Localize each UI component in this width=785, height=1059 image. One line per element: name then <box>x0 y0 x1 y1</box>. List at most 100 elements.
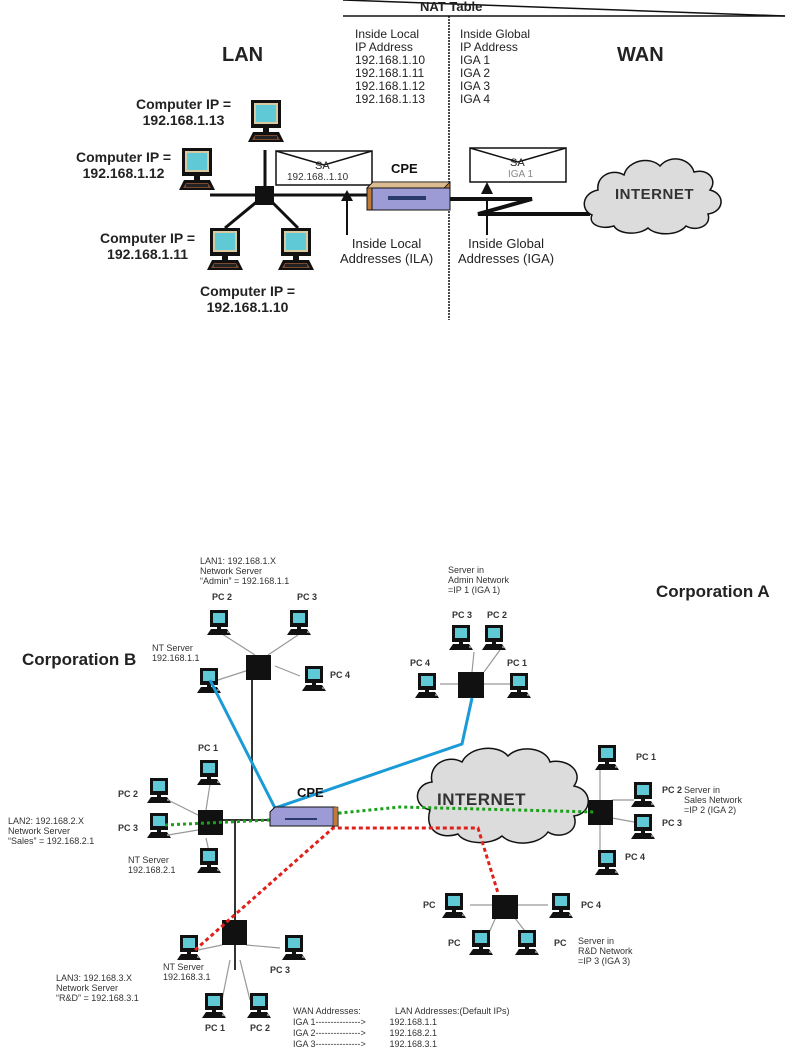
pc-icon <box>515 930 539 955</box>
pc-icon <box>147 778 171 803</box>
pc-icon <box>207 610 231 635</box>
pc-label: PC 3 <box>297 592 318 602</box>
pc-label: PC <box>554 938 567 948</box>
computer-icon <box>278 228 314 270</box>
wan-heading: WAN <box>617 44 664 66</box>
pc-label: PC <box>423 900 436 910</box>
nat-cell: 192.168.1.10 <box>355 53 426 67</box>
nat-inside-local-column: Inside Local IP Address 192.168.1.10 192… <box>355 28 425 106</box>
pc-icon <box>442 893 466 918</box>
cpe-label: CPE <box>297 785 324 800</box>
pc-icon <box>415 673 439 698</box>
admin-hub <box>458 672 484 698</box>
pc-icon <box>595 850 619 875</box>
internet-label: INTERNET <box>615 186 694 203</box>
pc-icon <box>247 993 271 1018</box>
pc-label: PC 2 <box>662 785 683 795</box>
lan3-red-link <box>194 826 500 952</box>
pc-label: PC 1 <box>205 1023 226 1033</box>
pc-label: PC 3 <box>270 965 291 975</box>
pc-icon <box>449 625 473 650</box>
nat-table-title: NAT Table <box>420 0 483 14</box>
rd-hub <box>492 895 518 919</box>
pc-label: PC 3 <box>118 823 139 833</box>
mapping-header: WAN Addresses: LAN Addresses:(Default IP… <box>293 1006 510 1016</box>
corporation-b-label: Corporation B <box>22 650 137 669</box>
pc-icon <box>197 848 221 873</box>
envelope-address: IGA 1 <box>508 169 534 180</box>
pc-label: PC 3 <box>452 610 473 620</box>
pc-icon <box>549 893 573 918</box>
nat-cell: 192.168.1.11 <box>355 66 425 80</box>
nat-cell: IGA 2 <box>460 66 491 80</box>
nat-cell: IGA 3 <box>460 79 491 93</box>
pc-label: PC 1 <box>636 752 657 762</box>
pc-label: PC 4 <box>581 900 602 910</box>
nat-diagram <box>179 0 785 320</box>
cpe-router-icon <box>269 806 339 827</box>
nat-header: Inside Global <box>460 27 531 41</box>
computer-icon <box>179 148 215 190</box>
envelope-sa-label: SA <box>510 157 525 169</box>
computer-label: Computer IP =192.168.1.11 <box>100 230 196 263</box>
computer-icon <box>248 100 284 142</box>
mapping-row: IGA 2--------------->192.168.2.1 <box>293 1028 438 1038</box>
pc-label: PC 1 <box>507 658 528 668</box>
lan-hub <box>255 186 274 205</box>
pc-label: PC 4 <box>330 670 351 680</box>
wan-link <box>450 197 590 216</box>
pc-label: PC 1 <box>198 743 219 753</box>
nat-cell: IGA 4 <box>460 92 491 106</box>
mapping-row: IGA 3--------------->192.168.3.1 <box>293 1039 438 1049</box>
lan3-hub <box>222 920 247 945</box>
pc-icon <box>507 673 531 698</box>
pc-label: PC <box>448 938 461 948</box>
envelope-sa-label: SA <box>315 160 330 172</box>
nat-header: IP Address <box>355 40 413 54</box>
internet-cloud-icon <box>583 158 722 235</box>
pc-label: PC 4 <box>625 852 646 862</box>
arrow-up-icon <box>341 190 353 201</box>
nat-header: Inside Local <box>355 27 420 41</box>
pc-icon <box>282 935 306 960</box>
computer-label: Computer IP =192.168.1.10 <box>200 283 296 316</box>
nat-cell: 192.168.1.13 <box>355 92 426 106</box>
pc-icon <box>287 610 311 635</box>
multi-lan-diagram <box>147 610 655 1018</box>
pc-icon <box>197 760 221 785</box>
pc-icon <box>631 782 655 807</box>
cpe-router-icon <box>366 181 451 211</box>
internet-label: INTERNET <box>437 790 526 809</box>
nat-cell: IGA 1 <box>460 53 491 67</box>
arrow-up-icon <box>481 182 493 194</box>
address-mapping-table: WAN Addresses: LAN Addresses:(Default IP… <box>293 1006 510 1050</box>
cpe-label: CPE <box>391 161 418 176</box>
pc-label: PC 2 <box>487 610 508 620</box>
computer-icon <box>207 228 243 270</box>
lan-heading: LAN <box>222 44 264 66</box>
pc-label: PC 2 <box>118 789 139 799</box>
pc-icon <box>202 993 226 1018</box>
pc-label: PC 3 <box>662 818 683 828</box>
computer-label: Computer IP =192.168.1.12 <box>76 149 172 182</box>
pc-label: PC 4 <box>410 658 431 668</box>
pc-icon <box>631 814 655 839</box>
corporation-a-label: Corporation A <box>656 582 770 601</box>
nat-inside-global-column: Inside Global IP Address IGA 1 IGA 2 IGA… <box>460 28 530 106</box>
nat-cell: 192.168.1.12 <box>355 79 426 93</box>
computer-label: Computer IP =192.168.1.13 <box>136 96 232 129</box>
mapping-row: IGA 1--------------->192.168.1.1 <box>293 1017 438 1027</box>
pc-label: PC 2 <box>212 592 233 602</box>
pc-icon <box>197 668 221 693</box>
